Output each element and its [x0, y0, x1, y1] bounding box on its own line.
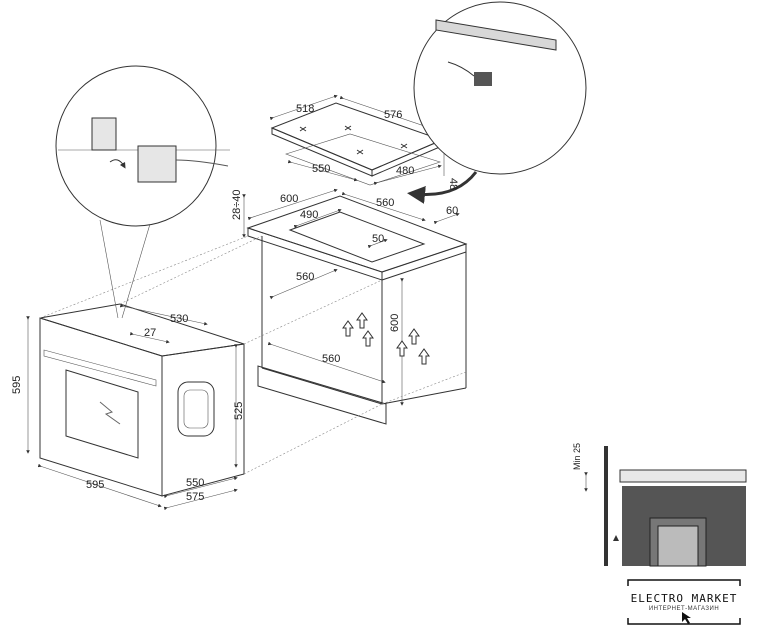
dim-oven-panel: 27 — [144, 327, 156, 339]
dim-hob-thickness: 48 — [447, 178, 459, 190]
oven — [26, 235, 383, 511]
brand-logo: ELECTRO MARKET ИНТЕРНЕТ-МАГАЗИН — [626, 578, 742, 626]
dim-cut-width: 560 — [376, 197, 394, 209]
terminal-block — [91, 117, 177, 183]
dim-counter-depth: 600 — [280, 193, 298, 205]
dim-hob-width: 576 — [384, 109, 402, 121]
cabinet — [242, 188, 468, 425]
dim-hob-cutout-depth: 550 — [312, 163, 330, 175]
brand-frame — [627, 579, 741, 625]
brand-subtitle: ИНТЕРНЕТ-МАГАЗИН — [648, 606, 720, 612]
detail-callout — [407, 1, 587, 204]
dim-oven-niche-height: 525 — [233, 402, 245, 420]
dim-edge-distance: 60 — [446, 205, 458, 217]
dim-oven-depth: 530 — [170, 313, 188, 325]
dim-min-gap: Min 25 — [572, 443, 582, 470]
dim-cabinet-depth: 560 — [296, 271, 314, 283]
dim-cut-depth: 490 — [300, 209, 318, 221]
brand-title: ELECTRO MARKET — [630, 592, 738, 605]
dim-oven-body-depth: 550 — [186, 477, 204, 489]
burner-marks — [299, 125, 408, 155]
dimension-labels: 518 576 550 480 48 28÷40 600 490 560 60 … — [11, 103, 582, 503]
side-section — [584, 446, 747, 568]
dim-oven-width: 595 — [86, 479, 104, 491]
dim-inner-offset: 50 — [372, 233, 384, 245]
dim-height-range: 28÷40 — [231, 189, 243, 220]
dim-hob-cutout-width: 480 — [396, 165, 414, 177]
dim-cabinet-height: 600 — [389, 314, 401, 332]
dim-hob-depth: 518 — [296, 103, 314, 115]
airflow-arrows — [342, 312, 430, 365]
connector-callout — [55, 65, 230, 319]
dim-oven-total-depth: 575 — [186, 491, 204, 503]
dim-cabinet-width: 560 — [322, 353, 340, 365]
dim-oven-height: 595 — [11, 376, 23, 394]
